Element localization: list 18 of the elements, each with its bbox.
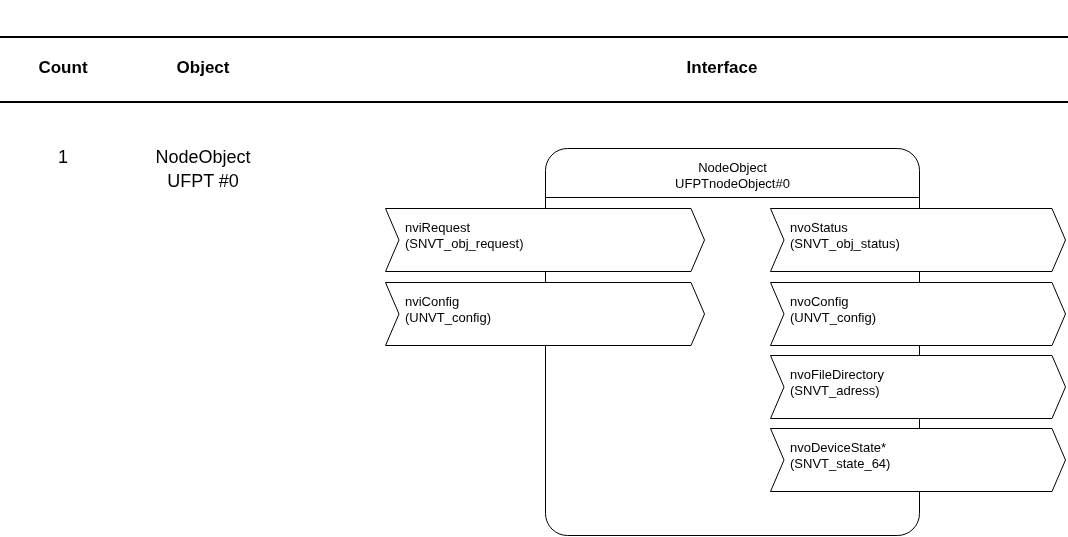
variable-name: nvoFileDirectory — [790, 367, 884, 383]
column-header: Interface — [685, 58, 759, 78]
variable-name: nviRequest — [405, 220, 471, 236]
variable-type: (SNVT_obj_status) — [790, 236, 900, 252]
object-name: NodeObject UFPT #0 — [154, 146, 252, 193]
variable-type: (SNVT_state_64) — [790, 456, 891, 472]
variable-name: nviConfig — [405, 294, 460, 310]
variable-type: (SNVT_obj_request) — [405, 236, 524, 252]
count-value: 1 — [57, 146, 69, 169]
variable-type: (UNVT_config) — [405, 310, 491, 326]
variable-name: nvoDeviceState* — [790, 440, 887, 456]
column-header: Object — [175, 58, 231, 78]
variable-type: (SNVT_adress) — [790, 383, 880, 399]
object-title: NodeObject UFPTnodeObject#0 — [674, 160, 791, 192]
column-header: Count — [37, 58, 89, 78]
variable-type: (UNVT_config) — [790, 310, 876, 326]
variable-name: nvoConfig — [790, 294, 849, 310]
variable-name: nvoStatus — [790, 220, 848, 236]
